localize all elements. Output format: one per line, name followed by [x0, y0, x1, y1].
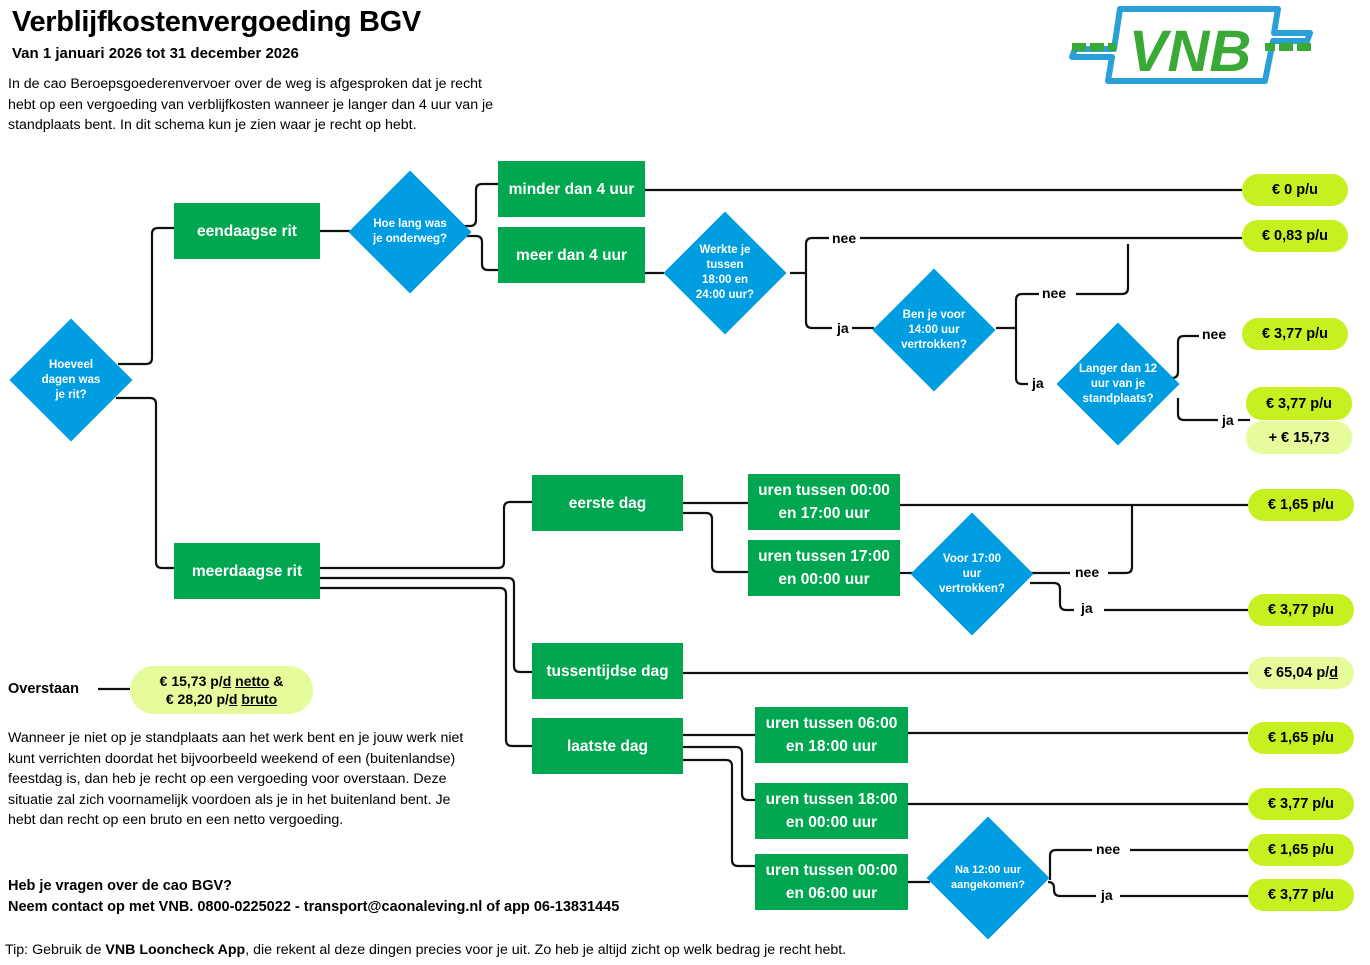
answer-nee-evening: nee — [829, 230, 860, 246]
answer-ja-longer12: ja — [1219, 412, 1237, 428]
question-days-text: Hoeveel dagen was je rit? — [41, 358, 101, 401]
contact-question: Heb je vragen over de cao BGV? — [8, 878, 233, 894]
overstaan-bruto-type: bruto — [241, 691, 278, 707]
result-377-e: € 3,77 p/u — [1248, 879, 1354, 911]
tip-app-name: VNB Looncheck App — [105, 942, 246, 958]
vnb-logo: VNB — [1069, 6, 1313, 84]
connector — [320, 586, 532, 748]
question-evening-text: Werkte je tussen 18:00 en 24:00 uur? — [695, 244, 755, 301]
box-laatste-dag: laatste dag — [532, 718, 683, 774]
answer-ja-after12: ja — [1098, 887, 1116, 903]
result-0: € 0 p/u — [1242, 174, 1348, 206]
contact-block: Heb je vragen over de cao BGV? Neem cont… — [8, 876, 619, 918]
result-6504-unit: d — [1329, 665, 1339, 681]
overstaan-bruto-amount: € 28,20 p/ — [165, 691, 229, 707]
connector — [320, 576, 532, 674]
result-6504-amount: € 65,04 p/ — [1263, 665, 1330, 681]
answer-nee-after12: nee — [1093, 841, 1124, 857]
question-duration-text: Hoe lang was je onderweg? — [372, 218, 448, 245]
question-days-diamond: Hoeveel dagen was je rit? — [8, 318, 134, 442]
overstaan-bruto-unit: d — [228, 691, 238, 707]
tip-text: Tip: Gebruik de VNB Looncheck App, die r… — [5, 942, 846, 958]
result-377-a: € 3,77 p/u — [1242, 318, 1348, 350]
connector — [790, 236, 830, 275]
overstaan-amp: & — [269, 673, 284, 689]
box-tussentijdse-dag: tussentijdse dag — [532, 643, 683, 699]
question-before17-text: Voor 17:00 uur vertrokken? — [939, 552, 1005, 595]
box-laatste-18-00: uren tussen 18:00 en 00:00 uur — [755, 783, 908, 839]
result-083: € 0,83 p/u — [1242, 220, 1348, 252]
page-title: Verblijfkostenvergoeding BGV — [12, 6, 421, 38]
connector — [320, 500, 532, 570]
logo-text: VNB — [1129, 19, 1251, 84]
result-377-c: € 3,77 p/u — [1248, 594, 1354, 626]
connector — [118, 226, 174, 366]
result-165-b: € 1,65 p/u — [1248, 722, 1354, 754]
page-subtitle: Van 1 januari 2026 tot 31 december 2026 — [12, 45, 299, 62]
connector — [1014, 328, 1028, 386]
connector — [1048, 848, 1092, 880]
result-377-b: € 3,77 p/u — [1246, 387, 1352, 420]
connector — [683, 758, 755, 868]
connector — [1156, 334, 1200, 380]
connector — [1047, 880, 1096, 898]
result-377-d: € 3,77 p/u — [1248, 788, 1354, 820]
box-laatste-00-06: uren tussen 00:00 en 06:00 uur — [755, 854, 908, 910]
overstaan-bruto-line: € 28,20 p/d bruto — [166, 690, 277, 708]
result-165-a: € 1,65 p/u — [1248, 489, 1354, 521]
question-before14-text: Ben je voor 14:00 uur vertrokken? — [901, 308, 967, 351]
question-before17-diamond: Voor 17:00 uur vertrokken? — [910, 512, 1034, 636]
connector — [1030, 581, 1074, 612]
result-6504: € 65,04 p/d — [1248, 657, 1354, 689]
question-evening-diamond: Werkte je tussen 18:00 en 24:00 uur? — [662, 211, 788, 335]
answer-nee-before17: nee — [1072, 564, 1103, 580]
result-165-c: € 1,65 p/u — [1248, 834, 1354, 866]
answer-nee-before14: nee — [1039, 285, 1070, 301]
connector — [804, 273, 832, 330]
contact-details: Neem contact op met VNB. 0800-0225022 - … — [8, 899, 620, 915]
connector — [438, 182, 498, 228]
question-before14-diamond: Ben je voor 14:00 uur vertrokken? — [872, 268, 996, 392]
connector — [438, 234, 498, 272]
overstaan-explanation: Wanneer je niet op je standplaats aan he… — [8, 730, 464, 828]
connector — [683, 511, 748, 574]
box-meerdaagse-rit: meerdaagse rit — [174, 543, 320, 599]
intro-text: In de cao Beroepsgoederenvervoer over de… — [8, 76, 494, 133]
box-minder-dan-4-uur: minder dan 4 uur — [498, 161, 645, 217]
answer-nee-longer12: nee — [1199, 326, 1230, 342]
answer-ja-before14: ja — [1029, 375, 1047, 391]
overstaan-pill: € 15,73 p/d netto & € 28,20 p/d bruto — [130, 666, 313, 714]
question-longer12-diamond: Langer dan 12 uur van je standplaats? — [1056, 322, 1180, 446]
overstaan-netto-line: € 15,73 p/d netto & — [160, 672, 284, 690]
connector — [1108, 505, 1134, 575]
question-longer12-text: Langer dan 12 uur van je standplaats? — [1079, 362, 1157, 405]
overstaan-netto-type: netto — [235, 673, 270, 689]
tip-prefix: Tip: Gebruik de — [5, 942, 106, 958]
box-meer-dan-4-uur: meer dan 4 uur — [498, 227, 645, 283]
answer-ja-before17: ja — [1078, 600, 1096, 616]
overstaan-label: Overstaan — [8, 681, 79, 697]
box-eerste-00-17: uren tussen 00:00 en 17:00 uur — [748, 474, 900, 530]
box-eerste-dag: eerste dag — [532, 475, 683, 531]
question-after12-diamond: Na 12:00 uur aangekomen? — [926, 816, 1050, 940]
result-plus-1573: + € 15,73 — [1246, 421, 1352, 454]
answer-ja-evening: ja — [834, 320, 852, 336]
connector — [1076, 244, 1130, 296]
connector — [996, 292, 1040, 330]
tip-suffix: , die rekent al deze dingen precies voor… — [245, 942, 847, 958]
overstaan-netto-unit: d — [222, 673, 232, 689]
question-after12-text: Na 12:00 uur aangekomen? — [951, 864, 1025, 891]
connector — [116, 396, 174, 570]
connector — [683, 745, 755, 802]
connector — [1176, 398, 1218, 422]
overstaan-netto-amount: € 15,73 p/ — [159, 673, 223, 689]
question-duration-diamond: Hoe lang was je onderweg? — [348, 170, 472, 294]
box-eerste-17-00: uren tussen 17:00 en 00:00 uur — [748, 540, 900, 596]
box-eendaagse-rit: eendaagse rit — [174, 203, 320, 259]
box-laatste-06-18: uren tussen 06:00 en 18:00 uur — [755, 707, 908, 763]
